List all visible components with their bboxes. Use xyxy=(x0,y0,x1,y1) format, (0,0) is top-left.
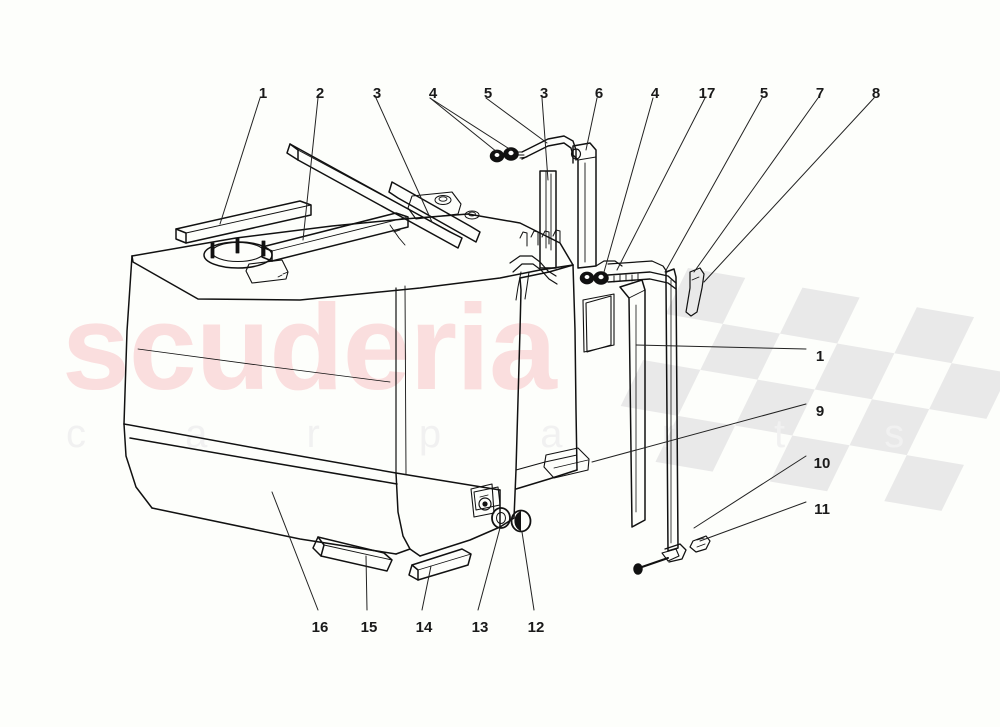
callout-number-top-6: 6 xyxy=(594,85,604,102)
callout-number-bottom-0: 16 xyxy=(311,619,329,636)
callout-number-top-4: 5 xyxy=(483,85,493,102)
callout-number-right-2: 10 xyxy=(813,455,831,472)
callout-number-right-3: 11 xyxy=(814,501,830,518)
callout-number-top-1: 2 xyxy=(315,85,325,102)
callout-number-bottom-1: 15 xyxy=(360,619,378,636)
upper-mounting-pads xyxy=(175,143,481,262)
fuel-tank-body xyxy=(123,213,615,557)
callout-number-top-2: 3 xyxy=(372,85,382,102)
callout-number-top-5: 3 xyxy=(539,85,549,102)
callout-number-top-11: 8 xyxy=(871,85,881,102)
callout-number-bottom-4: 12 xyxy=(527,619,545,636)
strap-bolt-and-clip xyxy=(633,535,711,575)
tank-deck-fittings xyxy=(389,191,561,301)
callout-leader-lines xyxy=(219,97,875,611)
callout-number-right-1: 9 xyxy=(815,403,825,420)
retaining-straps xyxy=(539,142,705,552)
lower-mounting-pads xyxy=(312,536,472,581)
tank-bottom-bracket xyxy=(470,483,495,518)
callout-number-top-3: 4 xyxy=(428,85,438,102)
callout-number-top-9: 5 xyxy=(759,85,769,102)
mid-hose-assembly xyxy=(579,271,677,290)
callout-number-right-0: 1 xyxy=(815,348,825,365)
sealing-washers xyxy=(491,507,532,533)
callout-number-top-0: 1 xyxy=(258,85,268,102)
access-plate xyxy=(245,259,289,284)
callout-number-top-7: 4 xyxy=(650,85,660,102)
callout-number-bottom-2: 14 xyxy=(415,619,433,636)
heat-shield-panel xyxy=(543,295,612,479)
callout-number-bottom-3: 13 xyxy=(471,619,489,636)
callout-number-top-8: 17 xyxy=(698,85,716,102)
vent-hose-assembly xyxy=(489,135,582,164)
watermark-tagline: c a r p a r t s xyxy=(66,412,949,456)
watermark-wordmark: scuderia xyxy=(62,279,557,415)
callout-number-top-10: 7 xyxy=(815,85,825,102)
